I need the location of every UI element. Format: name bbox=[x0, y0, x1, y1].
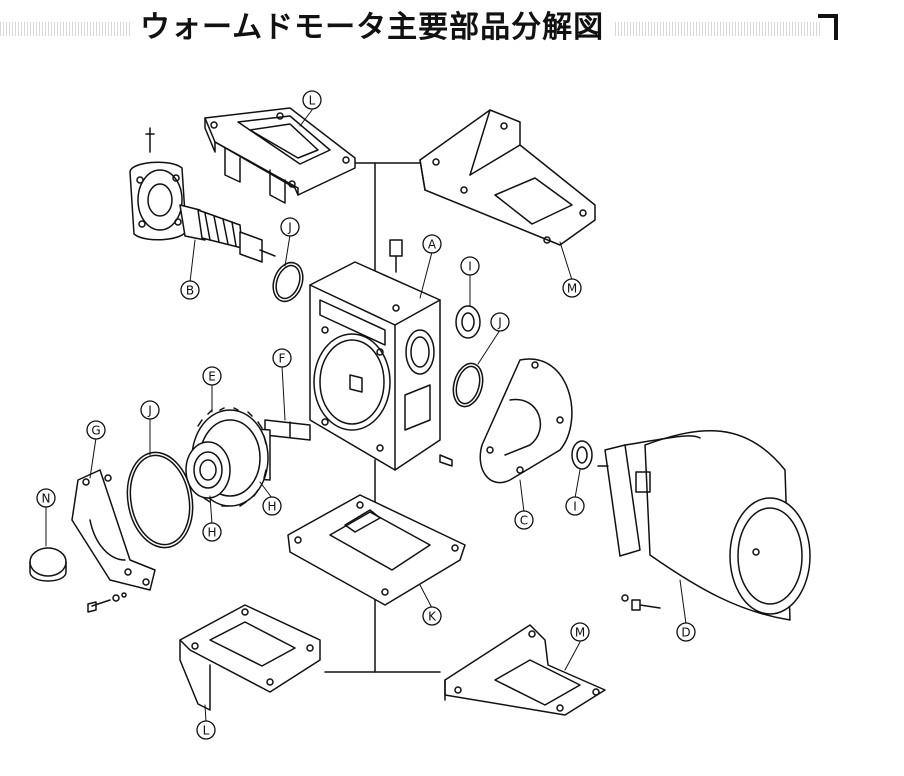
worm-shaft-assembly bbox=[129, 127, 276, 263]
callout-label: L bbox=[309, 94, 316, 108]
callout-M-bottom: M bbox=[570, 622, 590, 642]
callout-label: M bbox=[567, 282, 577, 296]
callout-A: A bbox=[422, 234, 442, 254]
gear-case bbox=[309, 239, 453, 471]
callout-L-bottom: L bbox=[196, 720, 216, 740]
callout-label: F bbox=[279, 352, 286, 366]
callouts: L M A B J I J F E J G N H H C I D K M L bbox=[36, 90, 696, 740]
cover-bolts bbox=[87, 592, 127, 613]
top-side-mounting-plate bbox=[419, 109, 596, 246]
callout-N: N bbox=[36, 488, 56, 508]
oil-seal-upper bbox=[455, 305, 481, 339]
worm-wheel-assembly bbox=[185, 407, 311, 507]
callout-D: D bbox=[676, 622, 696, 642]
motor bbox=[597, 430, 811, 621]
callout-L-top: L bbox=[302, 90, 322, 110]
side-cover bbox=[71, 469, 156, 591]
page-title: ウォームドモータ主要部品分解図 bbox=[130, 8, 615, 48]
callout-I-motor: I bbox=[565, 496, 585, 516]
callout-H-right: H bbox=[262, 496, 282, 516]
o-ring-right bbox=[452, 362, 484, 408]
callout-label: E bbox=[208, 370, 216, 384]
callout-J-right: J bbox=[490, 312, 510, 332]
callout-label: J bbox=[287, 221, 292, 235]
o-ring-large bbox=[126, 451, 194, 549]
end-cap bbox=[29, 547, 67, 582]
callout-J-large: J bbox=[140, 400, 160, 420]
callout-label: I bbox=[468, 260, 472, 274]
callout-K: K bbox=[422, 606, 442, 626]
leader-lines bbox=[45, 109, 687, 723]
callout-label: I bbox=[573, 500, 577, 514]
callout-C: C bbox=[514, 510, 534, 530]
motor-flange bbox=[479, 358, 573, 484]
callout-M-top: M bbox=[562, 278, 582, 298]
callout-label: C bbox=[520, 514, 528, 528]
callout-I-upper: I bbox=[460, 256, 480, 276]
callout-label: K bbox=[428, 610, 437, 624]
callout-label: B bbox=[186, 284, 194, 298]
callout-label: M bbox=[575, 626, 585, 640]
callout-G: G bbox=[86, 420, 106, 440]
callout-label: J bbox=[497, 316, 502, 330]
callout-label: H bbox=[267, 500, 276, 514]
callout-label: D bbox=[681, 626, 690, 640]
base-plate bbox=[287, 494, 466, 606]
callout-label: A bbox=[428, 238, 437, 252]
callout-J-upper: J bbox=[280, 217, 300, 237]
callout-label: G bbox=[91, 424, 100, 438]
callout-B: B bbox=[180, 280, 200, 300]
bottom-mounting-foot bbox=[179, 604, 321, 711]
oil-seal-motor bbox=[571, 440, 593, 470]
corner-mark bbox=[818, 14, 838, 40]
bottom-side-mounting-plate bbox=[444, 624, 606, 716]
callout-label: N bbox=[42, 492, 51, 506]
callout-H-left: H bbox=[202, 522, 222, 542]
callout-label: H bbox=[207, 526, 216, 540]
callout-label: L bbox=[203, 724, 210, 738]
header: ウォームドモータ主要部品分解図 bbox=[0, 0, 904, 60]
callout-E: E bbox=[202, 366, 222, 386]
callout-F: F bbox=[272, 348, 292, 368]
o-ring-upper bbox=[272, 261, 304, 303]
top-mounting-foot bbox=[204, 107, 356, 204]
callout-label: J bbox=[147, 404, 152, 418]
